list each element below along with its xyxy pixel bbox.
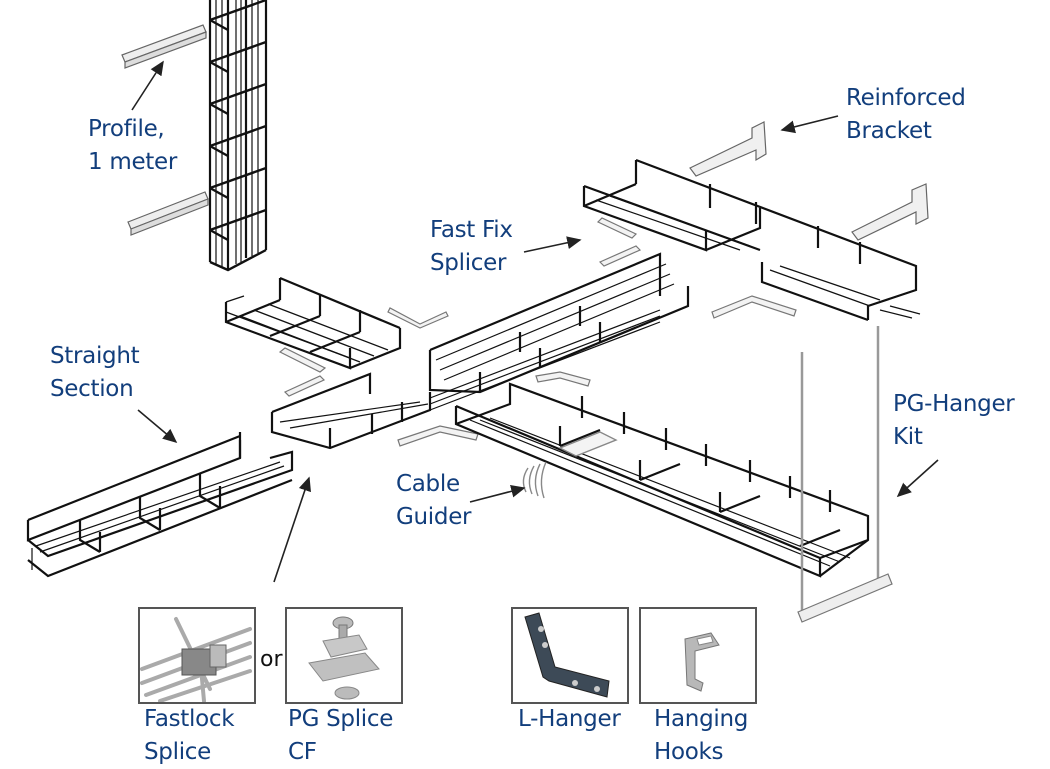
branch-tray-section	[428, 252, 690, 394]
callout-line: Reinforced	[846, 85, 966, 111]
inset-label-line: L-Hanger	[518, 706, 621, 732]
callout-arrows	[131, 60, 939, 583]
callout-line: Bracket	[846, 118, 932, 144]
callout-line: Kit	[893, 424, 923, 450]
cable-guider-part	[522, 431, 618, 499]
callout-reinforced-bracket: Reinforced Bracket	[846, 82, 966, 148]
callout-pg-hanger-kit: PG-Hanger Kit	[893, 388, 1015, 454]
fast-fix-splicer-parts	[278, 217, 797, 447]
short-tray-section	[224, 276, 402, 370]
callout-fast-fix-splicer: Fast Fix Splicer	[430, 214, 513, 280]
profile-rail	[121, 24, 209, 236]
vertical-tray-section	[208, 0, 268, 272]
label-l-hanger: L-Hanger	[518, 703, 621, 736]
upper-right-tray-section	[582, 158, 921, 322]
fastlock-splice-icon	[140, 617, 252, 702]
pg-hanger-kit-part	[797, 326, 893, 623]
callout-cable-guider: Cable Guider	[396, 468, 472, 534]
hanging-hook-icon	[684, 632, 720, 692]
inset-label-line: Hooks	[654, 739, 724, 765]
callout-line: Straight	[50, 343, 140, 369]
label-pg-splice-cf: PG Splice CF	[288, 703, 393, 769]
callout-line: Cable	[396, 471, 460, 497]
callout-line: Section	[50, 376, 134, 402]
callout-line: Guider	[396, 504, 472, 530]
inset-l-hanger	[511, 607, 629, 704]
label-fastlock-splice: Fastlock Splice	[144, 703, 235, 769]
inset-label-line: CF	[288, 739, 317, 765]
callout-line: Profile,	[88, 116, 165, 142]
l-hanger-icon	[524, 612, 610, 698]
callout-line: Splicer	[430, 250, 507, 276]
inset-label-line: PG Splice	[288, 706, 394, 732]
inset-label-line: Hanging	[654, 706, 749, 732]
callout-line: 1 meter	[88, 149, 178, 175]
inset-fastlock-splice	[138, 607, 256, 704]
inset-label-line: Fastlock	[144, 706, 235, 732]
callout-line: Fast Fix	[430, 217, 513, 243]
reinforced-bracket-part	[689, 121, 929, 241]
inset-label-line: Splice	[144, 739, 211, 765]
label-hanging-hooks: Hanging Hooks	[654, 703, 748, 769]
callout-straight-section: Straight Section	[50, 340, 140, 406]
callout-profile: Profile, 1 meter	[88, 113, 177, 179]
pg-splice-icon	[308, 616, 380, 700]
straight-tray-section	[26, 432, 294, 578]
or-text: or	[260, 647, 283, 672]
callout-line: PG-Hanger	[893, 391, 1015, 417]
lower-right-tray-section	[454, 382, 870, 578]
inset-hanging-hooks	[639, 607, 757, 704]
inset-pg-splice-cf	[285, 607, 403, 704]
